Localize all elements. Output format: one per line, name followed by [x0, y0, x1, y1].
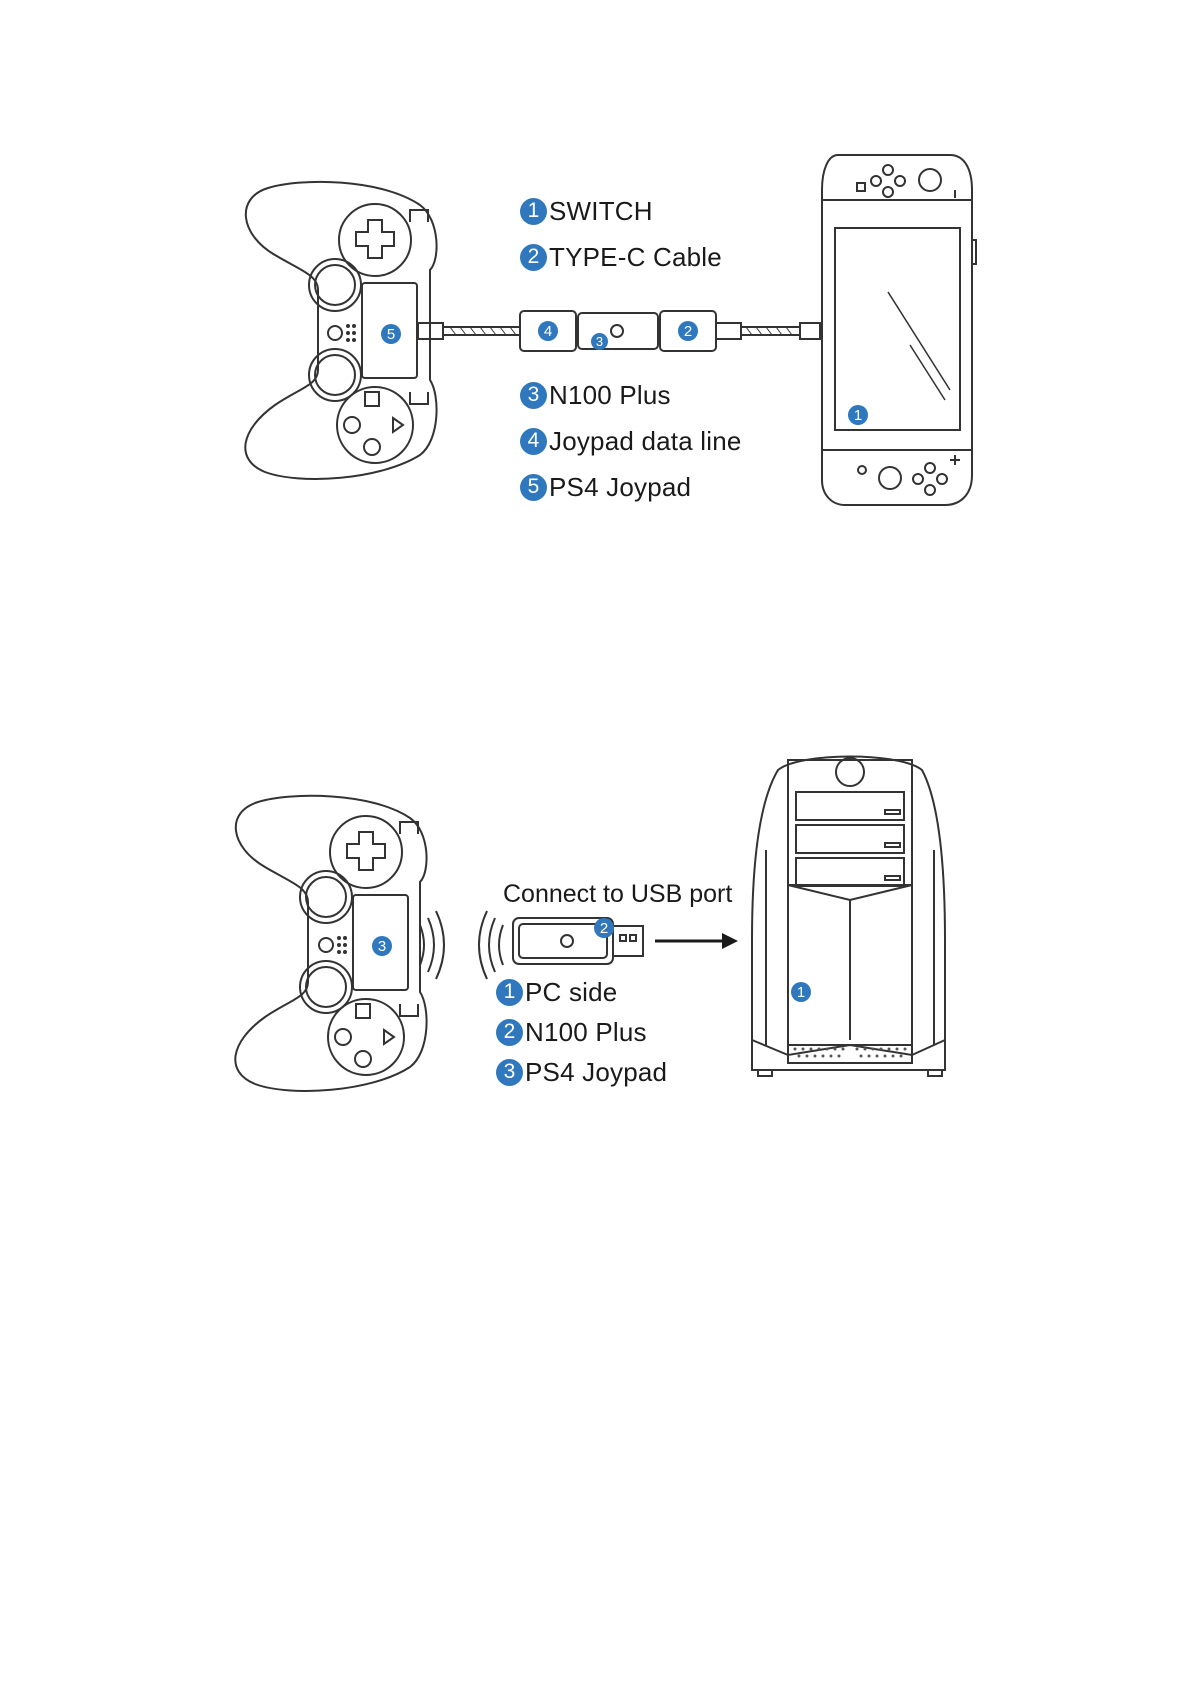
ps4-controller-icon [245, 182, 436, 479]
wireless-signal-icon [420, 911, 503, 979]
legend-number: 3 [520, 382, 547, 409]
legend-label: N100 Plus [549, 380, 671, 411]
marker-joypad: 3 [372, 936, 392, 956]
legend-label: PC side [525, 977, 617, 1008]
legend-number: 1 [520, 198, 547, 225]
legend-label: PS4 Joypad [525, 1057, 667, 1088]
legend-label: SWITCH [549, 196, 653, 227]
legend-number: 3 [496, 1059, 523, 1086]
legend-number: 4 [520, 428, 547, 455]
marker-adapter: 3 [591, 333, 608, 350]
legend-number: 2 [496, 1019, 523, 1046]
legend-label: TYPE-C Cable [549, 242, 722, 273]
usb-port-caption: Connect to USB port [503, 880, 732, 909]
marker-console: 1 [848, 405, 868, 425]
legend-number: 1 [496, 979, 523, 1006]
joypad-data-cable [418, 311, 820, 351]
nintendo-switch-icon [822, 155, 976, 505]
pc-diagram-art [0, 740, 1191, 1200]
switch-connection-diagram: 5 4 3 2 1 1 SWITCH 2 TYPE-C Cable 3 N100… [0, 0, 1191, 560]
marker-joypad: 5 [381, 324, 401, 344]
pc-legend: 1 PC side 2 N100 Plus 3 PS4 Joypad [496, 972, 667, 1092]
legend-item: 5 PS4 Joypad [520, 464, 742, 510]
legend-label: PS4 Joypad [549, 472, 691, 503]
marker-tower: 1 [791, 982, 811, 1002]
marker-type-c: 2 [678, 321, 698, 341]
legend-number: 2 [520, 244, 547, 271]
marker-adapter: 2 [594, 918, 614, 938]
legend-item: 1 SWITCH [520, 188, 722, 234]
pc-tower-icon [752, 757, 945, 1077]
ps4-controller-icon [235, 796, 426, 1091]
switch-legend-bottom: 3 N100 Plus 4 Joypad data line 5 PS4 Joy… [520, 372, 742, 510]
legend-item: 1 PC side [496, 972, 667, 1012]
legend-item: 3 PS4 Joypad [496, 1052, 667, 1092]
legend-item: 2 N100 Plus [496, 1012, 667, 1052]
usb-adapter-icon [513, 918, 643, 964]
legend-item: 2 TYPE-C Cable [520, 234, 722, 280]
legend-label: Joypad data line [549, 426, 742, 457]
arrow-right-icon [655, 933, 738, 949]
legend-item: 4 Joypad data line [520, 418, 742, 464]
switch-legend-top: 1 SWITCH 2 TYPE-C Cable [520, 188, 722, 280]
legend-label: N100 Plus [525, 1017, 647, 1048]
marker-data-line: 4 [538, 321, 558, 341]
legend-number: 5 [520, 474, 547, 501]
legend-item: 3 N100 Plus [520, 372, 742, 418]
pc-connection-diagram: Connect to USB port 3 2 1 1 PC side 2 N1… [0, 740, 1191, 1200]
